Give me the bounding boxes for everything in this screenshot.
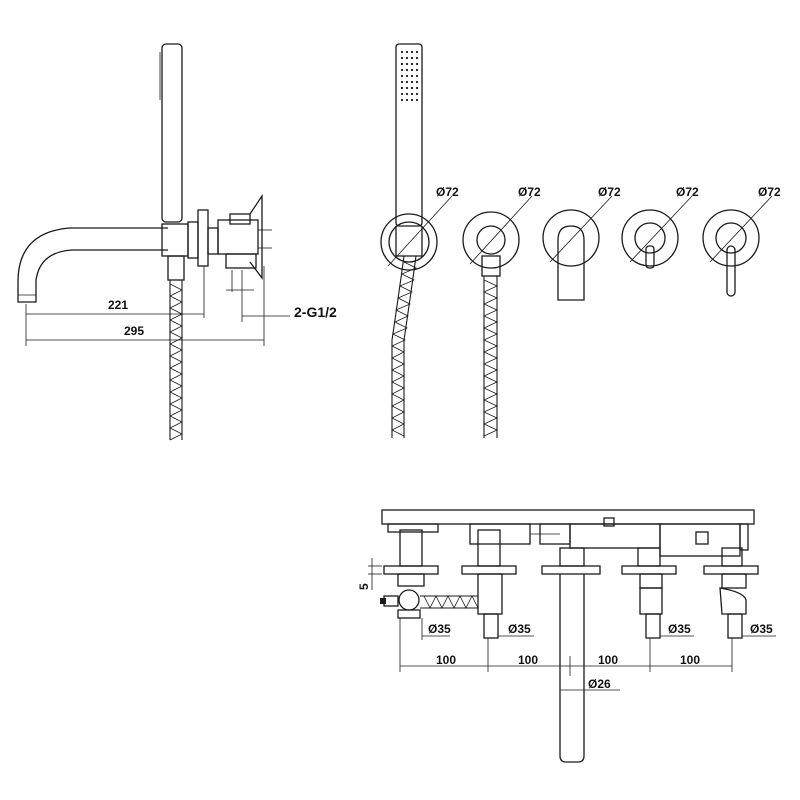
dim-spacing-2: 100 [518,653,538,667]
dim-valve-4: Ø35 [668,622,691,636]
valve-5 [703,547,759,639]
installation-view: 5 Ø35 Ø35 Ø35 Ø35 100 100 100 100 Ø26 [357,509,776,763]
side-handshower [161,43,183,223]
rosette-hose-outlet [462,211,520,277]
dim-spout: Ø26 [588,677,611,691]
dim-rosette-4: Ø72 [676,185,699,199]
valve-1 [380,529,439,619]
spout [541,547,601,763]
dim-rosette-3: Ø72 [598,185,621,199]
dim-valve-1: Ø35 [428,622,451,636]
dim-spacing-3: 100 [598,653,618,667]
front-hose-1 [391,255,417,438]
dim-295: 295 [124,324,144,338]
side-view: 221 295 2-G1/2 [17,43,337,441]
side-spout [17,227,168,303]
valve-2 [461,529,517,639]
rosette-holder [380,213,438,271]
dim-221: 221 [108,298,128,312]
rosette-mixer [702,209,760,297]
side-hose [169,280,183,440]
front-view: Ø72 Ø72 Ø72 Ø72 Ø72 [380,43,781,438]
dim-valve-5: Ø35 [750,622,773,636]
front-hose-2 [483,276,498,438]
dim-rosette-5: Ø72 [758,185,781,199]
dim-valve-2: Ø35 [508,622,531,636]
dim-rosette-1: Ø72 [436,185,459,199]
dim-rosette-2: Ø72 [518,185,541,199]
dim-connection: 2-G1/2 [294,304,337,320]
rosette-diverter [621,209,679,269]
concealed-body [381,509,755,525]
front-handshower [395,43,423,227]
dim-spacing-4: 100 [680,653,700,667]
dim-spacing-1: 100 [436,653,456,667]
rosette-spout [542,209,600,301]
valve-4 [621,547,677,639]
dim-offset: 5 [357,583,371,590]
